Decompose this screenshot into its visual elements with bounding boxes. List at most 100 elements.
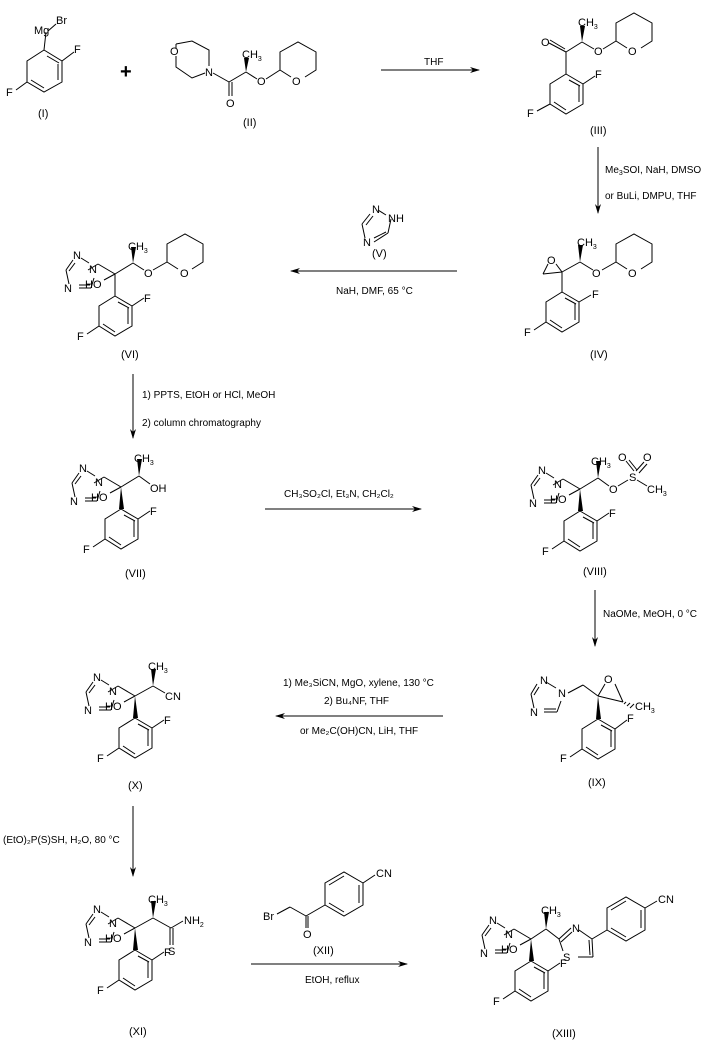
bond [137, 723, 150, 731]
bond [513, 928, 532, 940]
wedge-bond [578, 489, 583, 511]
atom-o: O [257, 76, 266, 88]
atom-n: N [489, 915, 497, 927]
bond [107, 917, 119, 925]
atom-f: F [6, 87, 13, 99]
atom-o: O [628, 268, 637, 280]
atom-n: N [95, 477, 103, 489]
methyl-group: CH3 [128, 241, 148, 255]
atom-s: S [168, 946, 175, 958]
atom-o: O [226, 98, 235, 110]
bond [96, 490, 101, 502]
atom-n: N [372, 204, 380, 216]
wedge-bond [133, 696, 138, 718]
reagent-text: or Me₂C(OH)CN, LiH, THF [300, 726, 418, 737]
methyl-group: CH3 [578, 17, 598, 31]
compound-label: (X) [128, 780, 143, 792]
reaction-arrow-step6: NaOMe, MeOH, 0 °C [592, 590, 697, 647]
bond [65, 259, 74, 271]
atom-f: F [560, 958, 567, 970]
reagent-text: or BuLi, DMPU, THF [605, 191, 697, 202]
atom-f: F [77, 331, 84, 343]
atom-n: N [554, 479, 562, 491]
compound-V: N NH N (V) [361, 204, 404, 260]
bond [85, 913, 94, 925]
atom-n: N [480, 948, 488, 960]
plus-sign: + [120, 61, 132, 83]
atom-ho: HO [105, 701, 122, 713]
methyl-group: CH3 [591, 456, 611, 470]
atom-o: O [303, 929, 312, 941]
compound-IX: O CH3 N N N F F (IX) [530, 674, 655, 789]
reagent-text: 2) Bu₄NF, THF [324, 696, 389, 707]
compound-label: (VII) [125, 568, 146, 580]
bond [545, 472, 555, 479]
atom-oh: OH [150, 483, 167, 495]
reagent-text: 1) Me₃SiCN, MgO, xylene, 130 °C [283, 678, 434, 689]
bond [85, 923, 90, 939]
compound-VI-sidechain: CH3 O O (VI) [114, 233, 204, 361]
methyl-group: CH3 [242, 49, 262, 63]
atom-n: N [73, 250, 81, 262]
atom-f: F [542, 546, 549, 558]
bond [110, 699, 115, 711]
atom-f: F [164, 715, 171, 727]
bond [85, 681, 94, 693]
atom-n: N [505, 929, 513, 941]
compound-label: (XII) [313, 945, 334, 957]
bond [533, 966, 546, 974]
compound-label: (IX) [588, 777, 606, 789]
compound-label: (XI) [129, 1026, 147, 1038]
reaction-arrow-step4: 1) PPTS, EtOH or HCl, MeOH 2) column chr… [130, 374, 275, 439]
bond [568, 488, 581, 496]
atom-f: F [527, 108, 534, 120]
methyl-group: CH3 [577, 237, 597, 251]
bond [519, 938, 532, 946]
bond [496, 922, 506, 929]
bond [481, 924, 490, 936]
nitrile-group: CN [658, 894, 674, 906]
atom-f: F [97, 985, 104, 997]
bond [71, 472, 80, 484]
bond [110, 931, 115, 943]
reagent-text: 2) column chromatography [142, 418, 261, 429]
bond [502, 990, 516, 1000]
bond [103, 273, 116, 281]
atom-n: N [70, 496, 78, 508]
atom-o: O [144, 268, 153, 280]
atom-n: N [93, 904, 101, 916]
atom-s: S [563, 952, 570, 964]
atom-s: S [629, 472, 636, 484]
bond [65, 269, 70, 285]
atom-n: N [540, 675, 548, 687]
compound-I: Mg Br F F (I) [6, 15, 81, 120]
bond [552, 478, 564, 486]
bond [562, 478, 581, 490]
bond [151, 719, 165, 729]
atom-o: O [547, 255, 556, 267]
bond [484, 927, 492, 937]
bond [506, 942, 511, 954]
atom-o: O [628, 46, 637, 58]
atom-n: N [79, 463, 87, 475]
bond [122, 977, 136, 987]
atom-ho: HO [85, 279, 102, 291]
bond [107, 685, 119, 693]
nitrile-group: CN [376, 868, 392, 880]
bond [87, 263, 99, 271]
atom-n: N [538, 465, 546, 477]
amine-group: NH2 [184, 915, 204, 929]
reaction-arrow-step7: 1) Me₃SiCN, MgO, xylene, 130 °C 2) Bu₄NF… [275, 678, 443, 737]
atom-f: F [150, 506, 157, 518]
reaction-arrow-step3: NaH, DMF, 65 °C [290, 268, 457, 297]
bond [481, 934, 486, 950]
phenyl-ring [104, 508, 139, 550]
bond [85, 691, 90, 707]
phenyl-ring [514, 960, 549, 1002]
